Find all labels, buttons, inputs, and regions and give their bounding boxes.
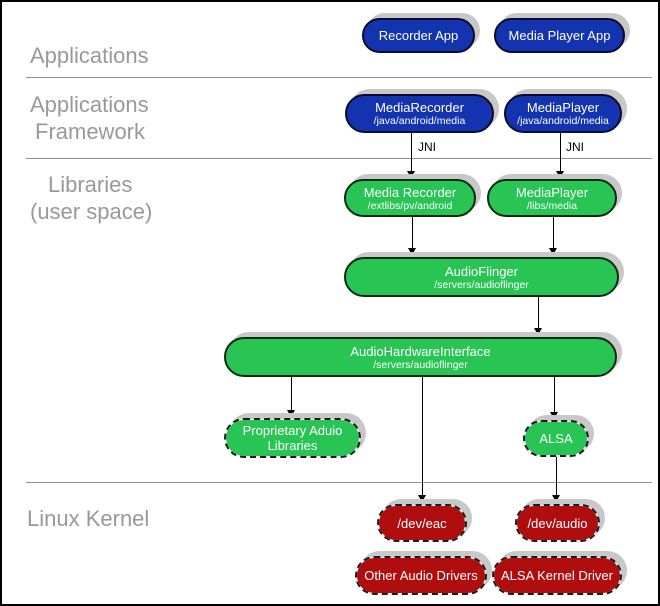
node-subtitle: /servers/audioflinger	[434, 278, 529, 291]
edge-player-to-audioflinger-line	[553, 217, 554, 249]
node-media-player-app: Media Player App	[494, 18, 625, 53]
node-title: MediaPlayer	[515, 184, 589, 200]
edge-audioflinger-to-ahi-line	[538, 297, 539, 329]
node-title: Recorder App	[378, 28, 459, 43]
arrowhead-icon	[407, 171, 415, 178]
arrowhead-icon	[552, 495, 560, 502]
section-divider-framework	[26, 158, 652, 159]
arrowhead-icon	[556, 171, 564, 178]
node-media-recorder-library: Media Recorder /extlibs/pv/android	[344, 179, 476, 217]
section-label-line: (user space)	[30, 199, 153, 224]
node-title: AudioHardwareInterface	[350, 343, 491, 359]
arrowhead-icon	[534, 328, 542, 335]
node-title: /dev/audio	[527, 515, 588, 531]
node-title: Proprietary Aduio Libraries	[242, 423, 343, 453]
node-title: ALSA	[539, 431, 573, 446]
section-label-line: Framework	[35, 119, 146, 144]
node-title: Media Recorder	[363, 184, 457, 200]
jni-label: JNI	[418, 140, 436, 154]
edge-ahi-to-alsa-line	[554, 377, 555, 413]
edge-mediarecorder-jni-line	[411, 132, 412, 172]
node-subtitle: /java/android/media	[517, 115, 609, 127]
node-proprietary-audio-libraries: Proprietary Aduio Libraries	[224, 418, 361, 458]
section-label-linux-kernel: Linux Kernel	[27, 505, 149, 532]
section-label-libraries: Libraries (user space)	[30, 171, 152, 225]
section-label-line: Libraries	[48, 172, 133, 197]
node-title: MediaPlayer	[526, 100, 600, 115]
node-title: AudioFlinger	[445, 263, 518, 279]
arrowhead-icon	[550, 412, 558, 419]
node-dev-audio: /dev/audio	[515, 504, 600, 542]
node-media-player-framework: MediaPlayer /java/android/media	[504, 94, 622, 133]
section-label-applications: Applications	[30, 42, 149, 69]
node-title: Other Audio Drivers	[364, 568, 478, 583]
section-divider-applications	[26, 77, 652, 78]
section-label-applications-framework: Applications Framework	[30, 91, 149, 145]
node-media-player-library: MediaPlayer /libs/media	[487, 179, 617, 217]
edge-ahi-to-proprietary-line	[291, 377, 292, 411]
node-subtitle: /libs/media	[526, 199, 578, 212]
edge-alsa-to-dev-audio-line	[556, 457, 557, 496]
node-dev-eac: /dev/eac	[377, 504, 467, 542]
node-subtitle: /extlibs/pv/android	[367, 199, 453, 212]
node-audio-hardware-interface: AudioHardwareInterface /servers/audiofli…	[224, 337, 617, 377]
arrowhead-icon	[408, 248, 416, 255]
node-audioflinger: AudioFlinger /servers/audioflinger	[344, 257, 619, 297]
arrowhead-icon	[549, 248, 557, 255]
arrowhead-icon	[418, 495, 426, 502]
node-alsa-kernel-driver: ALSA Kernel Driver	[492, 556, 622, 595]
node-title: /dev/eac	[397, 515, 447, 531]
node-subtitle: /servers/audioflinger	[373, 358, 468, 371]
section-label-line: Applications	[30, 43, 149, 68]
node-title: Media Player App	[508, 28, 611, 43]
edge-mediaplayer-jni-line	[560, 132, 561, 172]
edge-ahi-to-dev-eac-line	[422, 377, 423, 496]
node-other-audio-drivers: Other Audio Drivers	[355, 556, 487, 595]
arrowhead-icon	[287, 410, 295, 417]
node-title: ALSA Kernel Driver	[501, 568, 613, 583]
section-label-line: Linux Kernel	[27, 506, 150, 531]
section-label-line: Applications	[30, 92, 149, 117]
jni-label: JNI	[566, 140, 584, 154]
node-media-recorder-framework: MediaRecorder /java/android/media	[345, 94, 494, 133]
node-title: MediaRecorder	[375, 100, 464, 115]
node-subtitle: /java/android/media	[373, 115, 466, 127]
node-alsa: ALSA	[523, 420, 589, 457]
node-recorder-app: Recorder App	[362, 18, 475, 53]
edge-recorder-to-audioflinger-line	[412, 217, 413, 249]
section-divider-kernel	[26, 482, 652, 483]
